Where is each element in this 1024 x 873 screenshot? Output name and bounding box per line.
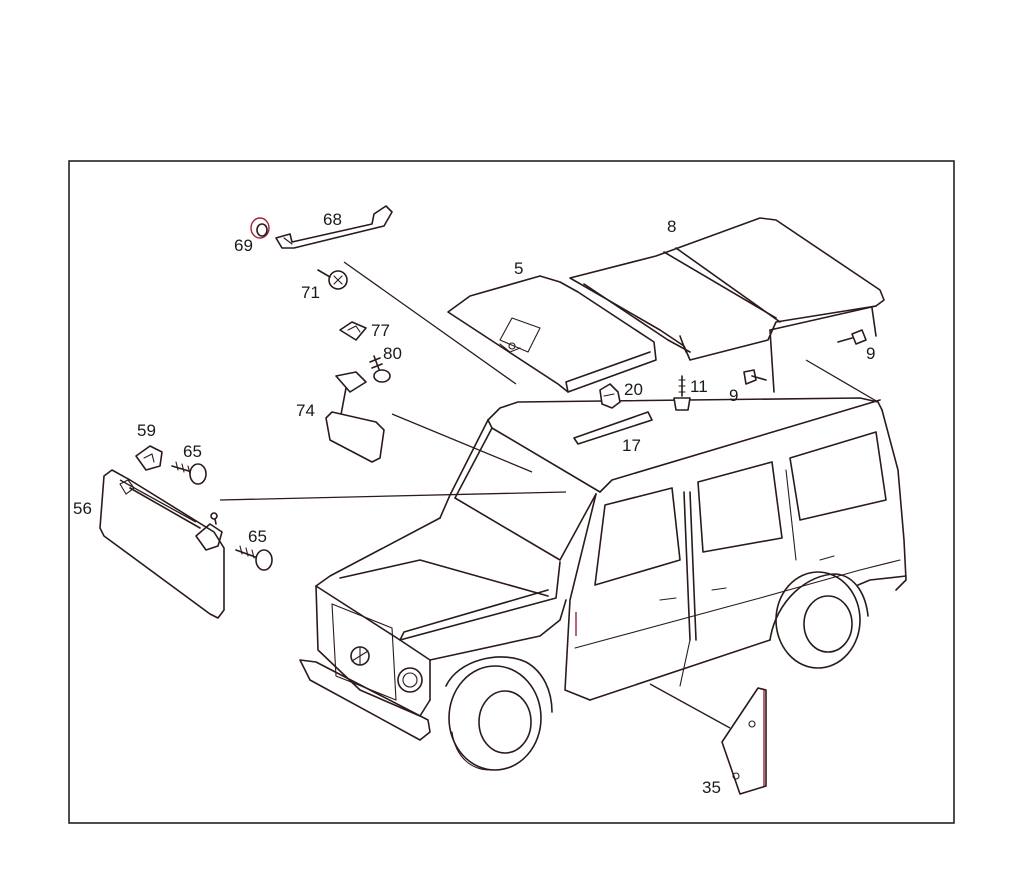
part-label-5: 5 xyxy=(514,259,523,278)
part-label-80: 80 xyxy=(383,344,402,363)
clip-part-20 xyxy=(599,383,621,409)
screw-part-65b xyxy=(235,545,273,571)
part-label-56: 56 xyxy=(73,499,92,518)
bushing-part xyxy=(250,217,270,239)
part-label-74: 74 xyxy=(296,401,315,420)
clip-part-9b xyxy=(837,329,867,345)
visor-hook-part xyxy=(135,445,163,471)
part-label-59: 59 xyxy=(137,421,156,440)
part-label-71: 71 xyxy=(301,283,320,302)
clip-part xyxy=(339,321,367,341)
part-label-11: 11 xyxy=(690,377,708,396)
part-label-20: 20 xyxy=(624,380,643,399)
screw-part xyxy=(317,269,348,290)
grab-handle-part xyxy=(275,205,393,249)
part-label-65b: 65 xyxy=(248,527,267,546)
sun-visor-part xyxy=(99,469,225,619)
screw-part-11 xyxy=(673,375,691,411)
diagram-frame xyxy=(68,160,955,824)
clip-part-9a xyxy=(743,369,767,385)
headliner-front-panel xyxy=(447,275,657,393)
part-label-8: 8 xyxy=(667,217,676,236)
rear-view-mirror-part xyxy=(325,371,385,463)
part-label-35: 35 xyxy=(702,778,721,797)
vehicle-body xyxy=(299,397,907,771)
screw-part-65a xyxy=(171,461,207,485)
part-label-9a: 9 xyxy=(866,344,875,363)
part-label-17: 17 xyxy=(622,436,641,455)
part-label-9b: 9 xyxy=(729,386,738,405)
part-label-77: 77 xyxy=(371,321,390,340)
headliner-rear-panel xyxy=(569,217,885,393)
screw-part-80 xyxy=(369,355,391,383)
quarter-glass-part xyxy=(721,687,767,795)
part-label-69: 69 xyxy=(234,236,253,255)
part-label-65a: 65 xyxy=(183,442,202,461)
trim-strip xyxy=(573,411,653,445)
leader-lines xyxy=(119,261,879,729)
part-label-68: 68 xyxy=(323,210,342,229)
